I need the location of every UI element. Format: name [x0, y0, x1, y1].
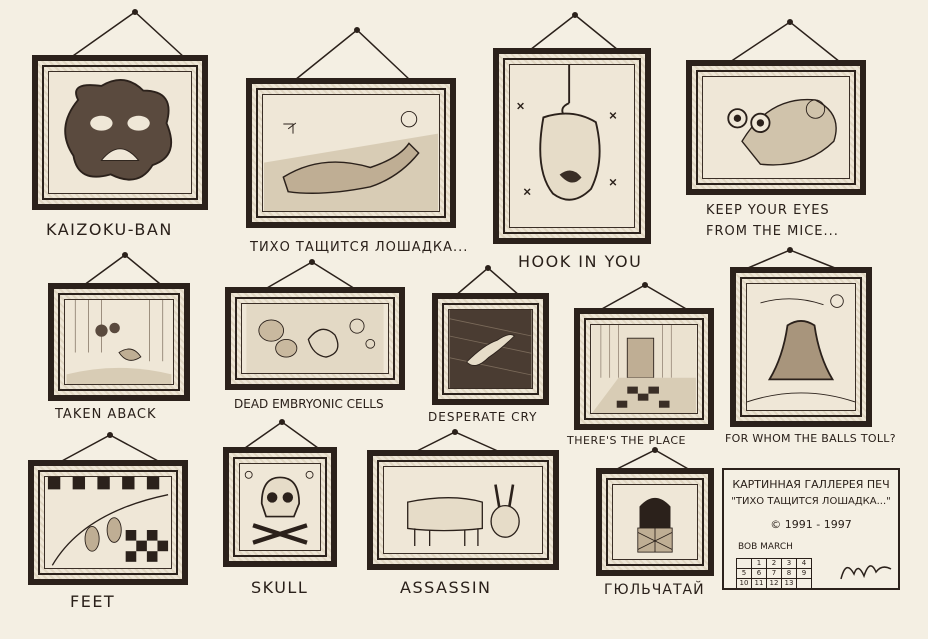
calendar-day: 1: [751, 558, 767, 569]
plaque-copyright: © 1991 - 1997: [770, 518, 852, 531]
painting-assassin: [367, 450, 559, 570]
painting-for-whom-the-balls-toll: [730, 267, 872, 427]
caption-keep-line2: FROM THE MICE...: [706, 224, 839, 239]
caption-balls-toll: FOR WHOM THE BALLS TOLL?: [725, 432, 896, 445]
painting-dead-embryonic-cells: [225, 287, 405, 390]
painting-hook-in-you: [493, 48, 651, 244]
calendar-day: 8: [781, 568, 797, 579]
calendar-day: 3: [781, 558, 797, 569]
caption-taken-aback: TAKEN ABACK: [55, 407, 157, 422]
gallery-plaque: КАРТИННАЯ ГАЛЛЕРЕЯ ПЕЧ "ТИХО ТАЩИТСЯ ЛОШ…: [722, 468, 900, 590]
calendar-day: 5: [736, 568, 752, 579]
plaque-subtitle: "ТИХО ТАЩИТСЯ ЛОШАДКА...": [731, 496, 891, 507]
painting-taken-aback: [48, 283, 190, 401]
caption-dead-embryonic-cells: DEAD EMBRYONIC CELLS: [234, 397, 384, 411]
calendar-day: 6: [751, 568, 767, 579]
caption-skull: SKULL: [251, 578, 309, 597]
caption-keep-line1: KEEP YOUR EYES: [706, 203, 830, 218]
painting-feet: [28, 460, 188, 585]
painting-kaizoku-ban: [32, 55, 208, 210]
painting-gulchatai: [596, 468, 714, 576]
calendar-day: 4: [796, 558, 812, 569]
calendar-day: 7: [766, 568, 782, 579]
painting-theres-the-place: [574, 308, 714, 430]
caption-hook-in-you: HOOK IN YOU: [518, 252, 643, 271]
caption-assassin: ASSASSIN: [400, 578, 492, 597]
artist-signature: [840, 565, 892, 580]
painting-tiho-tashchitsya: [246, 78, 456, 228]
painting-desperate-cry: [432, 293, 549, 405]
caption-tiho: ТИХО ТАЩИТСЯ ЛОШАДКА...: [250, 240, 469, 255]
painting-skull: [223, 447, 337, 567]
plaque-title: КАРТИННАЯ ГАЛЛЕРЕЯ ПЕЧ: [732, 478, 890, 491]
calendar-day: 12: [766, 578, 782, 589]
calendar-day: 9: [796, 568, 812, 579]
caption-gulchatai: ГЮЛЬЧАТАЙ: [604, 582, 705, 598]
calendar-day: 2: [766, 558, 782, 569]
calendar: 1 2 3 4 5 6 7 8 9 10 11 12 13: [736, 558, 812, 589]
caption-feet: FEET: [70, 592, 116, 611]
calendar-day: 10: [736, 578, 752, 589]
painting-keep-your-eyes: [686, 60, 866, 195]
caption-desperate-cry: DESPERATE CRY: [428, 410, 538, 424]
calendar-day: 13: [781, 578, 797, 589]
caption-theres-the-place: THERE'S THE PLACE: [567, 434, 686, 447]
plaque-month: BOB MARCH: [738, 542, 793, 552]
caption-kaizoku-ban: KAIZOKU-BAN: [46, 220, 173, 239]
calendar-day: 11: [751, 578, 767, 589]
